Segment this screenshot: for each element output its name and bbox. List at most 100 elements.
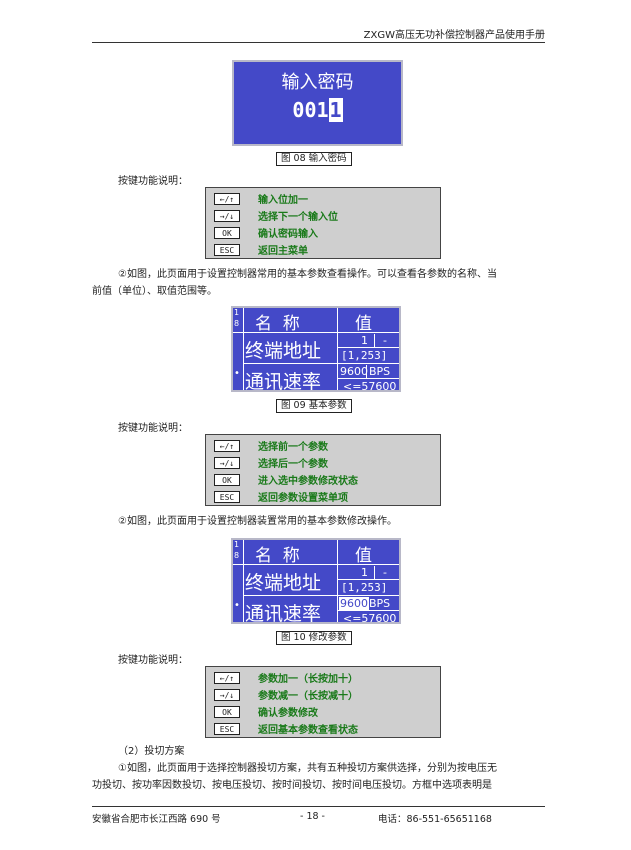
keys-label-3: 按键功能说明： (118, 655, 188, 666)
esc-key: ESC (214, 490, 240, 503)
grid-line (243, 540, 244, 622)
password-screen-title: 输入密码 (281, 72, 354, 93)
key-desc: 返回基本参数查看状态 (258, 725, 358, 736)
key-row: ESC 返回参数设置菜单项 (214, 489, 348, 504)
param-unit-baudrate: BPS (369, 597, 391, 610)
ok-key: OK (214, 473, 240, 486)
basic-params-lcd: 1 8 名 称 值 终端地址 1 - [1,253] • 通讯速率 9600 B… (231, 306, 401, 393)
param-unit-address: - (383, 334, 387, 347)
key-row: ←/↑ 输入位加一 (214, 191, 308, 206)
key-table-2: ←/↑ 选择前一个参数 →/↓ 选择后一个参数 OK 进入选中参数修改状态 ES… (205, 434, 441, 506)
paragraph-3-line-1: ①如图，此页面用于选择控制器投切方案，共有五种投切方案供选择，分别为按电压无 (118, 763, 497, 774)
grid-line (337, 347, 399, 348)
key-row: ←/↑ 参数加一（长按加十） (214, 670, 358, 685)
column-header-value: 值 (355, 546, 372, 566)
paragraph-1-line-1: ②如图，此页面用于设置控制器常用的基本参数查看操作。可以查看各参数的名称、当 (118, 269, 497, 280)
grid-line (366, 365, 367, 378)
param-name-baudrate: 通讯速率 (245, 603, 322, 625)
key-desc: 确认密码输入 (258, 229, 318, 240)
key-row: →/↓ 选择下一个输入位 (214, 208, 338, 223)
password-lcd-screen: 输入密码 0011 (232, 60, 403, 146)
param-unit-address: - (383, 566, 387, 579)
key-desc: 返回主菜单 (258, 246, 308, 257)
footer-rule (92, 806, 545, 807)
fig08-caption: 图 08 输入密码 (276, 152, 352, 166)
key-desc: 参数减一（长按减十） (258, 691, 358, 702)
footer-phone: 电话：86-551-65651168 (378, 814, 492, 825)
left-up-key: ←/↑ (214, 192, 240, 205)
key-row: →/↓ 参数减一（长按减十） (214, 687, 358, 702)
key-row: ESC 返回主菜单 (214, 242, 308, 257)
grid-line (374, 334, 375, 347)
section-heading-switching-scheme: （2）投切方案 (118, 746, 185, 757)
key-row: OK 确认参数修改 (214, 704, 318, 719)
grid-line (337, 610, 399, 611)
key-table-1: ←/↑ 输入位加一 →/↓ 选择下一个输入位 OK 确认密码输入 ESC 返回主… (205, 187, 441, 259)
key-desc: 选择前一个参数 (258, 442, 328, 453)
grid-line (374, 566, 375, 579)
header-rule (92, 42, 545, 43)
grid-line (337, 308, 338, 390)
password-cursor-digit: 1 (328, 98, 343, 122)
key-row: OK 确认密码输入 (214, 225, 318, 240)
password-code-digits: 001 (292, 98, 329, 122)
grid-line (337, 378, 399, 379)
paragraph-3-line-2: 功投切、按功率因数投切、按电压投切、按时间投切、按时间电压投切。方框中选项表明是 (92, 780, 492, 791)
ok-key: OK (214, 226, 240, 239)
param-name-address: 终端地址 (245, 572, 322, 594)
ok-key: OK (214, 705, 240, 718)
paragraph-1-line-2: 前值（单位）、取值范围等。 (92, 286, 217, 297)
grid-line (337, 579, 399, 580)
column-header-value: 值 (355, 314, 372, 334)
key-row: →/↓ 选择后一个参数 (214, 455, 328, 470)
key-row: ESC 返回基本参数查看状态 (214, 721, 358, 736)
param-range-address: [1,253] (341, 349, 388, 362)
fig10-caption: 图 10 修改参数 (276, 631, 352, 645)
key-desc: 确认参数修改 (258, 708, 318, 719)
modify-params-lcd: 1 8 名 称 值 终端地址 1 - [1,253] • 通讯速率 9600 B… (231, 538, 401, 625)
key-row: ←/↑ 选择前一个参数 (214, 438, 328, 453)
left-up-key: ←/↑ (214, 671, 240, 684)
param-value-baudrate: 9600 (340, 365, 368, 378)
param-name-address: 终端地址 (245, 340, 322, 362)
key-row: OK 进入选中参数修改状态 (214, 472, 358, 487)
esc-key: ESC (214, 722, 240, 735)
fig09-caption: 图 09 基本参数 (276, 399, 352, 413)
grid-line (243, 363, 399, 364)
esc-key: ESC (214, 243, 240, 256)
grid-line (233, 564, 399, 565)
page-header: ZXGW高压无功补偿控制器产品使用手册 (363, 30, 545, 41)
key-desc: 参数加一（长按加十） (258, 674, 358, 685)
page-number-top: 1 (234, 540, 240, 549)
grid-line (233, 332, 399, 333)
footer-page-number: - 18 - (300, 811, 325, 822)
key-desc: 输入位加一 (258, 195, 308, 206)
key-desc: 选择下一个输入位 (258, 212, 338, 223)
grid-line (243, 308, 244, 390)
param-value-address: 1 (361, 334, 368, 347)
key-desc: 进入选中参数修改状态 (258, 476, 358, 487)
param-range-baudrate: <=57600 (343, 612, 397, 625)
selected-row-marker: • (234, 368, 240, 379)
left-up-key: ←/↑ (214, 439, 240, 452)
right-down-key: →/↓ (214, 209, 240, 222)
param-range-baudrate: <=57600 (343, 380, 397, 393)
param-value-baudrate-editing: 9600 (339, 597, 369, 610)
paragraph-2: ②如图，此页面用于设置控制器装置常用的基本参数修改操作。 (118, 516, 397, 527)
page-number-bottom: 8 (234, 551, 240, 560)
right-down-key: →/↓ (214, 456, 240, 469)
key-desc: 选择后一个参数 (258, 459, 328, 470)
keys-label-2: 按键功能说明： (118, 423, 188, 434)
key-table-3: ←/↑ 参数加一（长按加十） →/↓ 参数减一（长按减十） OK 确认参数修改 … (205, 666, 441, 738)
page-number-bottom: 8 (234, 319, 240, 328)
column-header-name: 名 称 (255, 314, 300, 334)
right-down-key: →/↓ (214, 688, 240, 701)
password-code: 0011 (234, 98, 401, 122)
keys-label-1: 按键功能说明： (118, 176, 188, 187)
param-range-address: [1,253] (341, 581, 388, 594)
column-header-name: 名 称 (255, 546, 300, 566)
grid-line (243, 595, 399, 596)
page-number-top: 1 (234, 308, 240, 317)
grid-line (337, 540, 338, 622)
selected-row-marker: • (234, 600, 240, 611)
